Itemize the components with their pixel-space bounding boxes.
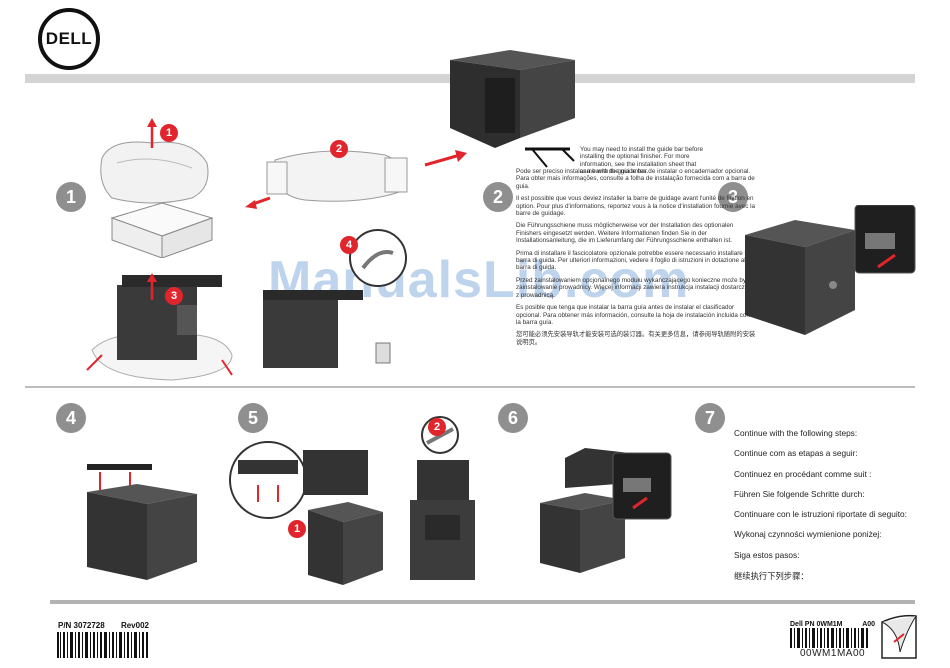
continue-de: Führen Sie folgende Schritte durch: <box>734 488 865 499</box>
step-badge-4: 4 <box>56 403 86 433</box>
revision: Rev002 <box>120 621 149 630</box>
guide-bar-note: You may need to install the guide bar be… <box>580 146 703 176</box>
unpack-foam-illustration <box>100 118 214 258</box>
finisher-illustration <box>450 50 575 148</box>
sub-step-badge-1: 1 <box>160 124 178 142</box>
sub-step-badge-2: 2 <box>330 140 348 158</box>
page-curl-icon <box>881 614 917 659</box>
barcode-code: 00WM1MA00 <box>800 648 866 659</box>
step-badge-3: 3 <box>718 182 748 212</box>
barcode-left <box>57 632 148 658</box>
dell-logo: DELL <box>38 8 100 70</box>
note-zh: 您可能必须先安装导轨才能安装可选的装订器。有关更多信息，请参阅导轨随附的安装说明… <box>516 331 756 346</box>
bottom-bar <box>50 600 915 604</box>
continue-zh: 继续执行下列步骤： <box>734 571 809 582</box>
continue-es: Siga estos pasos: <box>734 549 800 560</box>
continue-steps-list: Continue with the following steps: Conti… <box>734 428 934 590</box>
finisher-mounted-illustration <box>410 416 475 580</box>
printer-guide-bar-illustration <box>87 464 197 580</box>
part-number: P/N 3072728 Rev002 <box>58 621 163 630</box>
finisher-unpacked-illustration <box>86 273 233 381</box>
continue-en: Continue with the following steps: <box>734 428 858 438</box>
printer-power-off-illustration <box>745 205 916 335</box>
step-badge-2: 2 <box>483 182 513 212</box>
multilingual-notes: Pode ser preciso instalar a barra de gui… <box>516 168 756 351</box>
sub-step-badge-5b: 2 <box>428 418 446 436</box>
part-number-label: P/N 3072728 <box>58 621 105 630</box>
note-it: Prima di installare il fascicolatore opz… <box>516 249 751 272</box>
section-divider <box>25 386 915 388</box>
note-es: Es posible que tenga que instalar la bar… <box>516 304 750 326</box>
continue-pt: Continue com as etapas a seguir: <box>734 448 858 459</box>
remove-tape-illustration <box>263 229 407 368</box>
dell-pn-label: Dell PN 0WM1M <box>790 621 843 628</box>
note-pt: Pode ser preciso instalar a barra de gui… <box>516 168 755 190</box>
note-pl: Przed zainstalowaniem opcjonalnego moduł… <box>516 276 756 299</box>
guide-bar-icon <box>525 147 575 168</box>
step-badge-7: 7 <box>695 403 725 433</box>
step-badge-6: 6 <box>498 403 528 433</box>
attach-finisher-illustration <box>229 441 383 585</box>
continue-pl: Wykonaj czynności wymienione poniżej: <box>734 529 882 540</box>
step-badge-1: 1 <box>56 182 86 212</box>
printer-power-on-illustration <box>540 448 672 573</box>
barcode-right <box>790 628 868 648</box>
logo-text: DELL <box>45 29 93 48</box>
continue-it: Continuare con le istruzioni riportate d… <box>734 509 907 520</box>
foam-removal-illustration <box>245 150 467 209</box>
continue-fr: Continuez en procédant comme suit : <box>734 468 872 479</box>
sub-step-badge-4: 4 <box>340 236 358 254</box>
dell-part-number: Dell PN 0WM1M A00 <box>790 621 893 628</box>
revision-code: A00 <box>862 621 876 628</box>
note-fr: Il est possible que vous deviez installe… <box>516 195 756 218</box>
sub-step-badge-3: 3 <box>165 287 183 305</box>
sub-step-badge-5a: 1 <box>288 520 306 538</box>
note-de: Die Führungsschiene muss möglicherweise … <box>516 222 734 245</box>
step-badge-5: 5 <box>238 403 268 433</box>
